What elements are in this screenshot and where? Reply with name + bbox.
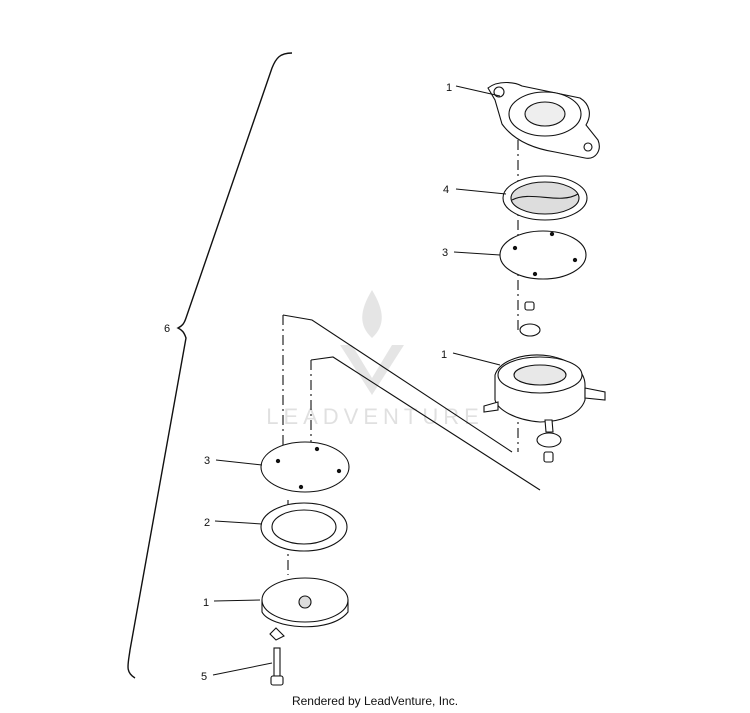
- leadventure-watermark: LEADVENTURE: [266, 290, 484, 429]
- leadventure-flame-logo: [340, 290, 404, 395]
- assembly-bracket: [127, 52, 293, 679]
- check-valve-parts: [519, 301, 562, 463]
- callout-lower-gasket: 3: [204, 455, 210, 467]
- footer-credit: Rendered by LeadVenture, Inc.: [291, 694, 459, 708]
- callout-screw: 5: [201, 671, 207, 683]
- top-diaphragm: [502, 175, 588, 221]
- offset-lines: [282, 314, 541, 491]
- callout-top-gasket: 3: [442, 247, 448, 259]
- callout-assembly: 6: [164, 323, 170, 335]
- pump-body: [483, 354, 606, 433]
- callout-top-cover: 1: [446, 82, 452, 94]
- lower-gasket: [260, 441, 350, 493]
- callout-lower-diaphragm: 2: [204, 517, 210, 529]
- callout-top-diaphragm: 4: [443, 184, 449, 196]
- leader-lines: [212, 85, 507, 676]
- screw: [270, 647, 284, 686]
- top-cover: [487, 81, 600, 159]
- callout-body: 1: [441, 349, 447, 361]
- watermark-text: LEADVENTURE: [266, 404, 484, 429]
- lower-diaphragm: [260, 502, 348, 552]
- callout-bottom-cover: 1: [203, 597, 209, 609]
- bottom-cover: [261, 577, 349, 641]
- top-gasket: [499, 230, 587, 280]
